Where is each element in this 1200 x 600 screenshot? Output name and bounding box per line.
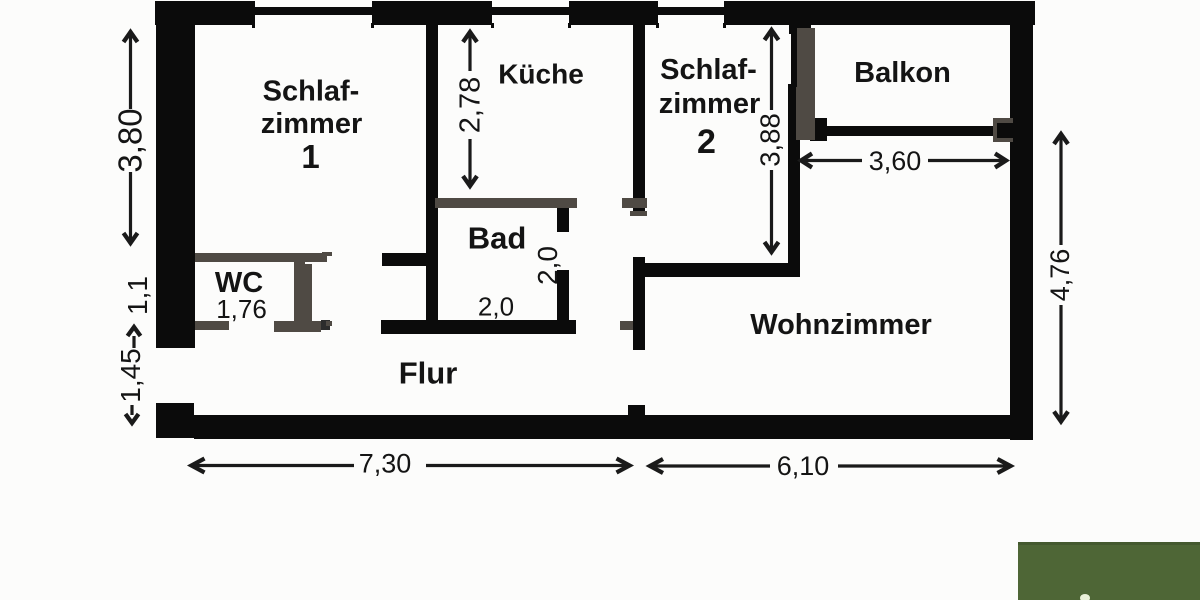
svg-text:2,78: 2,78 [455, 77, 487, 133]
svg-text:Bad: Bad [468, 221, 527, 256]
svg-text:4,76: 4,76 [1045, 249, 1075, 302]
svg-text:3,88: 3,88 [755, 113, 786, 167]
svg-text:1,76: 1,76 [216, 294, 267, 324]
svg-text:1,45: 1,45 [115, 348, 146, 403]
svg-text:3,80: 3,80 [112, 108, 149, 172]
svg-text:2: 2 [697, 123, 716, 161]
svg-text:Flur: Flur [399, 356, 458, 391]
svg-text:Balkon: Balkon [854, 57, 951, 89]
svg-text:zimmer: zimmer [659, 88, 761, 120]
svg-text:zimmer: zimmer [261, 108, 363, 140]
svg-text:Küche: Küche [498, 59, 584, 90]
svg-text:1,1: 1,1 [122, 276, 153, 315]
svg-text:7,30: 7,30 [359, 449, 412, 479]
svg-text:WC: WC [215, 267, 263, 299]
svg-text:Schlaf-: Schlaf- [660, 54, 757, 86]
svg-text:3,60: 3,60 [869, 146, 922, 176]
svg-text:Wohnzimmer: Wohnzimmer [750, 309, 932, 341]
svg-text:1: 1 [301, 138, 319, 175]
svg-text:6,10: 6,10 [777, 451, 830, 481]
svg-text:Schlaf-: Schlaf- [263, 76, 360, 108]
svg-text:2,0: 2,0 [532, 246, 563, 285]
svg-text:2,0: 2,0 [478, 292, 514, 322]
